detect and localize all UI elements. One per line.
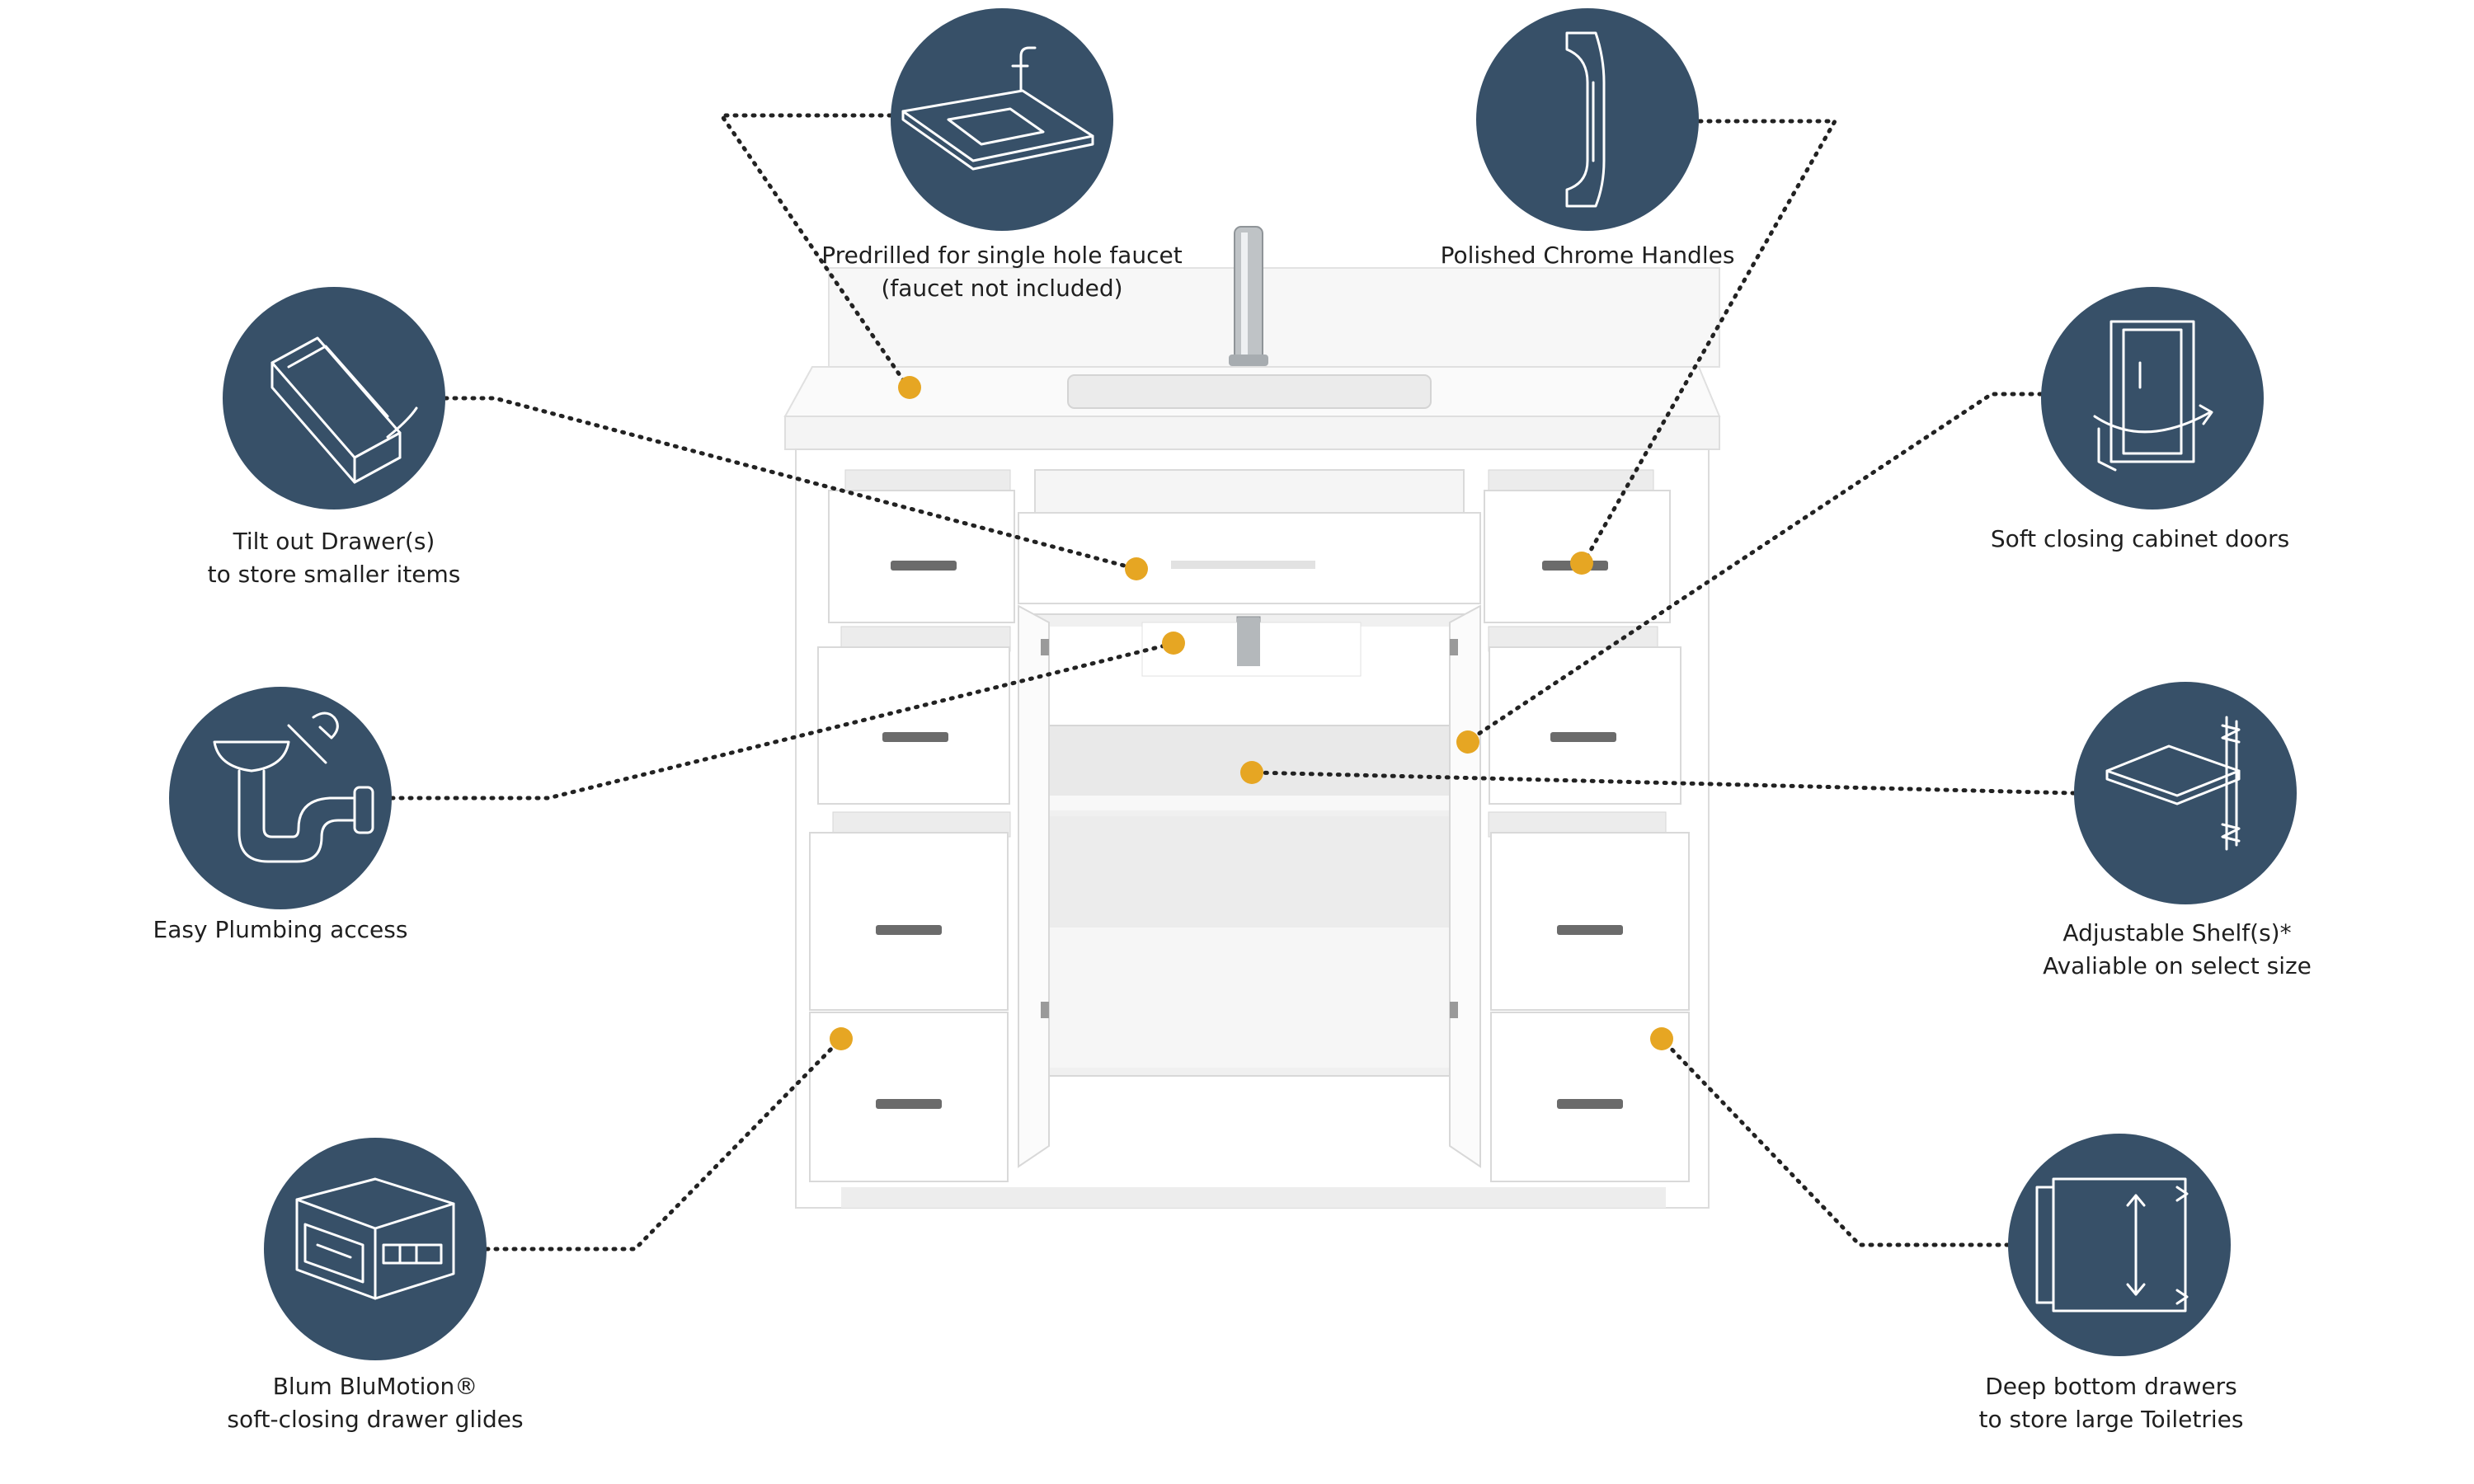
backsplash <box>828 267 1720 368</box>
deep-drawer-icon <box>2035 1177 2189 1313</box>
right-open-door <box>1449 604 1481 1168</box>
tilt-out-drawer-icon <box>270 336 418 484</box>
label-handles-line-1: Polished Chrome Handles <box>1440 242 1735 269</box>
leader-blum <box>484 1038 842 1252</box>
left-open-door <box>1018 604 1050 1168</box>
leader-shelf <box>1251 770 2077 796</box>
label-shelf-line-2: Avaliable on select size <box>2043 952 2312 979</box>
left-drawer-3 <box>809 832 1009 1011</box>
label-tilt: Tilt out Drawer(s) to store smaller item… <box>208 525 461 591</box>
tilt-drawer-front <box>1018 512 1481 604</box>
left-drawer-stack <box>809 469 1015 1182</box>
right-drawer-stack <box>1484 469 1690 1182</box>
adjustable-shelf-icon <box>2105 716 2241 851</box>
callout-dot-plumbing <box>1162 632 1185 655</box>
label-doors: Soft closing cabinet doors <box>1991 523 2289 556</box>
label-blum-line-1: Blum BluMotion® <box>272 1373 478 1400</box>
sink-basin <box>1067 374 1432 409</box>
leader-plumbing <box>389 641 1178 801</box>
leader-doors <box>1464 392 2044 744</box>
callout-dot-shelf <box>1240 761 1263 784</box>
label-plumbing-line-1: Easy Plumbing access <box>153 916 408 943</box>
soft-close-door-icon <box>2093 320 2213 472</box>
label-handles: Polished Chrome Handles <box>1441 239 1735 272</box>
left-drawer-2 <box>817 646 1010 805</box>
circle-faucet <box>891 8 1113 231</box>
label-faucet-line-2: (faucet not included) <box>881 275 1123 302</box>
callout-dots <box>830 376 1673 1050</box>
callout-dot-handles <box>1570 552 1593 575</box>
leader-deep <box>1659 1036 2011 1247</box>
label-tilt-line-1: Tilt out Drawer(s) <box>233 528 435 555</box>
label-shelf: Adjustable Shelf(s)* Avaliable on select… <box>2043 917 2312 983</box>
label-blum: Blum BluMotion® soft-closing drawer glid… <box>227 1370 523 1436</box>
label-tilt-line-2: to store smaller items <box>207 561 461 588</box>
leader-tilt <box>443 396 1139 571</box>
faucet <box>1229 226 1268 366</box>
vanity-illustration <box>783 226 1721 1209</box>
label-faucet-line-1: Predrilled for single hole faucet <box>821 242 1183 269</box>
plumbing-pipe-icon <box>213 711 374 863</box>
circle-tilt <box>223 287 445 510</box>
callout-dot-blum <box>830 1027 853 1050</box>
label-shelf-line-1: Adjustable Shelf(s)* <box>2062 919 2292 946</box>
vanity-top-faucet-icon <box>901 46 1094 171</box>
circle-deep <box>2008 1134 2231 1356</box>
right-drawer-3 <box>1490 832 1690 1011</box>
label-doors-line-1: Soft closing cabinet doors <box>1990 525 2290 552</box>
label-plumbing: Easy Plumbing access <box>153 913 408 946</box>
label-blum-line-2: soft-closing drawer glides <box>227 1406 524 1433</box>
label-deep-line-2: to store large Toiletries <box>1978 1406 2244 1433</box>
countertop-edge <box>784 416 1720 450</box>
callout-dot-deep <box>1650 1027 1673 1050</box>
toe-kick <box>841 1187 1666 1208</box>
callout-dot-tilt <box>1125 557 1148 580</box>
callout-dot-doors <box>1456 730 1479 754</box>
callout-dot-faucet <box>898 376 921 399</box>
chrome-handle-icon <box>1565 31 1606 208</box>
leader-faucet <box>717 113 910 388</box>
drawer-handles <box>876 561 1623 1109</box>
label-faucet: Predrilled for single hole faucet (fauce… <box>821 239 1182 305</box>
circle-plumbing <box>169 687 392 909</box>
leader-lines <box>389 113 2077 1252</box>
label-deep-line-1: Deep bottom drawers <box>1985 1373 2237 1400</box>
label-deep: Deep bottom drawers to store large Toile… <box>1979 1370 2244 1436</box>
circle-doors <box>2041 287 2264 510</box>
leader-handles <box>1581 119 1839 566</box>
drawer-glide-icon <box>295 1177 455 1300</box>
